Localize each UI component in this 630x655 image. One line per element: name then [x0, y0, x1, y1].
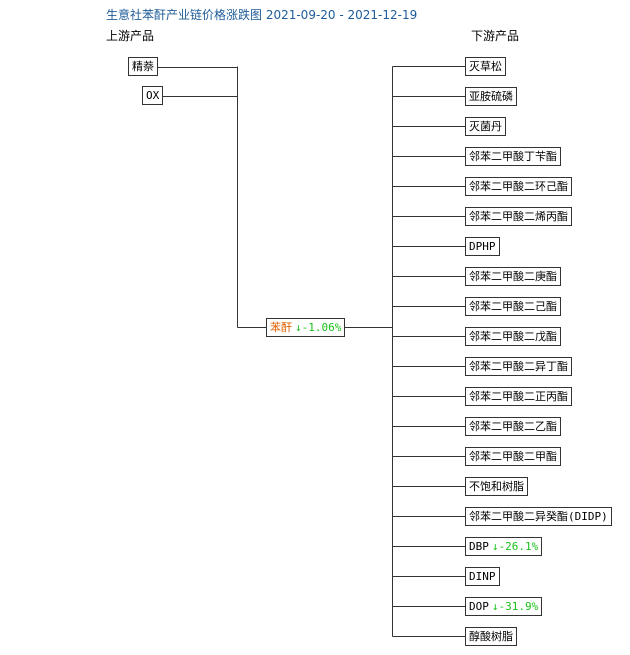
price-change: ↓-31.9%: [491, 600, 539, 613]
node-label: 邻苯二甲酸二己酯: [469, 300, 557, 313]
node-label: 邻苯二甲酸二正丙酯: [469, 390, 568, 403]
node-label: 邻苯二甲酸二戊酯: [469, 330, 557, 343]
upstream-header: 上游产品: [106, 29, 155, 43]
node-label: 灭菌丹: [469, 120, 502, 133]
node-label: 邻苯二甲酸二异癸酯(DIDP): [469, 510, 608, 523]
downstream-node[interactable]: 邻苯二甲酸二甲酯: [465, 447, 561, 466]
node-label: OX: [146, 89, 160, 102]
node-label: 精萘: [132, 60, 154, 73]
downstream-node[interactable]: DOP↓-31.9%: [465, 597, 543, 616]
price-change: ↓-1.06%: [295, 321, 342, 334]
node-label: 邻苯二甲酸二甲酯: [469, 450, 557, 463]
downstream-node[interactable]: 邻苯二甲酸二戊酯: [465, 327, 561, 346]
price-change: ↓-26.1%: [491, 540, 539, 553]
center-label: 苯酐: [270, 321, 292, 334]
downstream-node[interactable]: 邻苯二甲酸二庚酯: [465, 267, 561, 286]
node-label: 邻苯二甲酸二烯丙酯: [469, 210, 568, 223]
node-label: DINP: [469, 570, 496, 583]
downstream-node[interactable]: 邻苯二甲酸二己酯: [465, 297, 561, 316]
downstream-node[interactable]: 醇酸树脂: [465, 627, 517, 646]
downstream-node[interactable]: 邻苯二甲酸二乙酯: [465, 417, 561, 436]
downstream-node[interactable]: 邻苯二甲酸二异丁酯: [465, 357, 572, 376]
node-label: 醇酸树脂: [469, 630, 513, 643]
downstream-node[interactable]: 不饱和树脂: [465, 477, 528, 496]
node-label: 邻苯二甲酸二庚酯: [469, 270, 557, 283]
downstream-node[interactable]: 邻苯二甲酸丁苄酯: [465, 147, 561, 166]
node-label: DPHP: [469, 240, 496, 253]
node-label: 邻苯二甲酸丁苄酯: [469, 150, 557, 163]
downstream-node[interactable]: 邻苯二甲酸二正丙酯: [465, 387, 572, 406]
downstream-node[interactable]: DBP↓-26.1%: [465, 537, 543, 556]
downstream-node[interactable]: 灭菌丹: [465, 117, 506, 136]
node-label: DBP: [469, 540, 489, 553]
node-label: 不饱和树脂: [469, 480, 524, 493]
node-label: DOP: [469, 600, 489, 613]
upstream-node[interactable]: 精萘: [128, 57, 158, 76]
node-label: 邻苯二甲酸二异丁酯: [469, 360, 568, 373]
downstream-node[interactable]: 邻苯二甲酸二异癸酯(DIDP): [465, 507, 612, 526]
center-node[interactable]: 苯酐↓-1.06%: [266, 318, 346, 337]
downstream-node[interactable]: 邻苯二甲酸二烯丙酯: [465, 207, 572, 226]
downstream-header: 下游产品: [471, 29, 520, 43]
node-label: 亚胺硫磷: [469, 90, 513, 103]
downstream-node[interactable]: 亚胺硫磷: [465, 87, 517, 106]
node-label: 邻苯二甲酸二环己酯: [469, 180, 568, 193]
chart-title: 生意社苯酐产业链价格涨跌图 2021-09-20 - 2021-12-19: [106, 8, 418, 22]
node-label: 灭草松: [469, 60, 502, 73]
node-label: 邻苯二甲酸二乙酯: [469, 420, 557, 433]
downstream-node[interactable]: DPHP: [465, 237, 500, 256]
downstream-node[interactable]: DINP: [465, 567, 500, 586]
downstream-node[interactable]: 邻苯二甲酸二环己酯: [465, 177, 572, 196]
downstream-node[interactable]: 灭草松: [465, 57, 506, 76]
upstream-node[interactable]: OX: [142, 86, 164, 105]
